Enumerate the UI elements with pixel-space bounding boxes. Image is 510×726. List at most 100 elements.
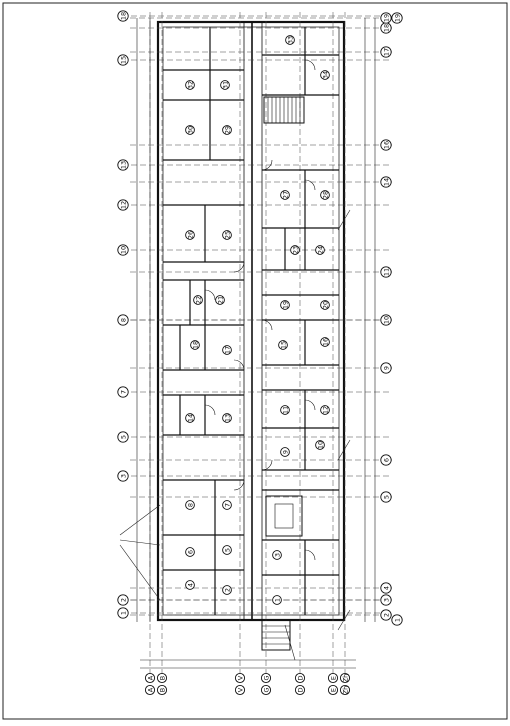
right-axis-16: 16 bbox=[380, 139, 392, 151]
right-axis-4: 4 bbox=[380, 582, 392, 594]
room-tag-17-label: 17 bbox=[223, 346, 231, 354]
bottom-axis-E-label: E bbox=[329, 676, 337, 680]
room-tag-7: 7 bbox=[222, 500, 232, 510]
left-axis-8-label: 8 bbox=[119, 318, 127, 322]
left-axis-8: 8 bbox=[117, 314, 129, 326]
room-tag-13: 13 bbox=[222, 413, 232, 423]
room-tag-11: 11 bbox=[280, 405, 290, 415]
bottom-axis-B-2: B bbox=[156, 684, 168, 696]
bottom-axis-G-2-label: G bbox=[262, 687, 270, 692]
bottom-axis-V: V bbox=[234, 672, 246, 684]
right-axis-10-label: 10 bbox=[382, 316, 390, 324]
building-outline bbox=[156, 20, 346, 622]
room-tag-12: 12 bbox=[320, 405, 330, 415]
axis-grid bbox=[122, 12, 392, 675]
left-axis-13: 13 bbox=[117, 159, 129, 171]
bottom-axis-V-label: V bbox=[236, 675, 244, 680]
room-tag-15-label: 15 bbox=[279, 341, 287, 349]
room-tag-4-label: 4 bbox=[186, 583, 194, 587]
dimension-lines bbox=[136, 18, 376, 669]
room-tag-29-label: 29 bbox=[223, 126, 231, 134]
left-axis-12-label: 12 bbox=[119, 201, 127, 209]
stair-upper bbox=[263, 96, 305, 124]
right-axis-2: 2 bbox=[380, 609, 392, 621]
room-tag-26-label: 26 bbox=[186, 231, 194, 239]
room-tag-31: 31 bbox=[220, 80, 230, 90]
bottom-axis-A-2-label: A bbox=[146, 687, 154, 692]
room-tag-25-label: 25 bbox=[223, 231, 231, 239]
room-tag-18: 18 bbox=[190, 340, 200, 350]
bottom-axis-V-2: V bbox=[234, 684, 246, 696]
bottom-axis-E-2-label: E bbox=[329, 688, 337, 692]
right-axis-9-label: 9 bbox=[382, 366, 390, 370]
left-axis-13-label: 13 bbox=[119, 161, 127, 169]
bottom-axis-D-2-label: D bbox=[296, 687, 304, 692]
left-axis-2-label: 2 bbox=[119, 598, 127, 602]
left-axis-12: 12 bbox=[117, 199, 129, 211]
room-tag-24-label: 24 bbox=[316, 246, 324, 254]
room-tag-12-label: 12 bbox=[321, 406, 329, 414]
bottom-axis-V-2-label: V bbox=[236, 687, 244, 692]
room-tag-2-label: 2 bbox=[223, 588, 231, 592]
room-tag-9-label: 9 bbox=[281, 450, 289, 454]
room-tag-20: 20 bbox=[320, 300, 330, 310]
right-axis-3-label: 3 bbox=[382, 598, 390, 602]
room-tag-5: 5 bbox=[222, 545, 232, 555]
room-tag-32-label: 32 bbox=[186, 81, 194, 89]
bottom-axis-A: A bbox=[144, 672, 156, 684]
right-axis-1-outer-label: 1 bbox=[393, 618, 401, 622]
right-axis-9: 9 bbox=[380, 362, 392, 374]
room-tag-19: 19 bbox=[280, 300, 290, 310]
bottom-axis-D-label: D bbox=[296, 675, 304, 680]
bottom-axis-A-label: A bbox=[146, 675, 154, 680]
room-tag-3: 3 bbox=[272, 550, 282, 560]
right-axis-5: 5 bbox=[380, 491, 392, 503]
room-tag-6: 6 bbox=[185, 547, 195, 557]
left-axis-2: 2 bbox=[117, 594, 129, 606]
right-axis-5-label: 5 bbox=[382, 495, 390, 499]
room-tag-8: 8 bbox=[185, 500, 195, 510]
right-axis-14-label: 14 bbox=[382, 178, 390, 186]
room-tag-30-label: 30 bbox=[186, 126, 194, 134]
room-tag-19-label: 19 bbox=[281, 301, 289, 309]
bottom-axis-G-label: G bbox=[262, 675, 270, 680]
room-tag-2: 2 bbox=[222, 585, 232, 595]
right-axis-10: 10 bbox=[380, 314, 392, 326]
room-tag-31-label: 31 bbox=[221, 81, 229, 89]
room-tag-23-label: 23 bbox=[291, 246, 299, 254]
stair-middle bbox=[265, 495, 303, 537]
right-axis-11-label: 11 bbox=[382, 268, 390, 276]
bottom-axis-E-2: E bbox=[327, 684, 339, 696]
room-tag-32: 32 bbox=[185, 80, 195, 90]
room-tag-25: 25 bbox=[222, 230, 232, 240]
bottom-axis-G: G bbox=[260, 672, 272, 684]
bottom-axis-Zh-label: Zh bbox=[341, 674, 349, 683]
room-tag-28-label: 28 bbox=[321, 191, 329, 199]
room-tag-16-label: 16 bbox=[321, 338, 329, 346]
room-tag-9: 9 bbox=[280, 447, 290, 457]
room-tag-21-label: 21 bbox=[216, 296, 224, 304]
bottom-axis-A-2: A bbox=[144, 684, 156, 696]
left-axis-15: 15 bbox=[117, 54, 129, 66]
right-axis-11: 11 bbox=[380, 266, 392, 278]
room-tag-18-label: 18 bbox=[191, 341, 199, 349]
left-axis-1: 1 bbox=[117, 607, 129, 619]
right-axis-19-outer-label: 19 bbox=[393, 14, 401, 22]
room-tag-10-label: 10 bbox=[316, 441, 324, 449]
room-tag-10: 10 bbox=[315, 440, 325, 450]
left-axis-5: 5 bbox=[117, 431, 129, 443]
right-axis-18: 18 bbox=[380, 22, 392, 34]
room-tag-28: 28 bbox=[320, 190, 330, 200]
left-axis-3: 3 bbox=[117, 470, 129, 482]
bottom-axis-D: D bbox=[294, 672, 306, 684]
bottom-axis-Zh-2-label: Zh bbox=[341, 686, 349, 695]
right-axis-1-outer: 1 bbox=[391, 614, 403, 626]
bottom-axis-B-2-label: B bbox=[158, 688, 166, 692]
room-tag-7-label: 7 bbox=[223, 503, 231, 507]
right-axis-16-label: 16 bbox=[382, 141, 390, 149]
left-axis-18-label: 18 bbox=[119, 12, 127, 20]
room-tag-23: 23 bbox=[290, 245, 300, 255]
